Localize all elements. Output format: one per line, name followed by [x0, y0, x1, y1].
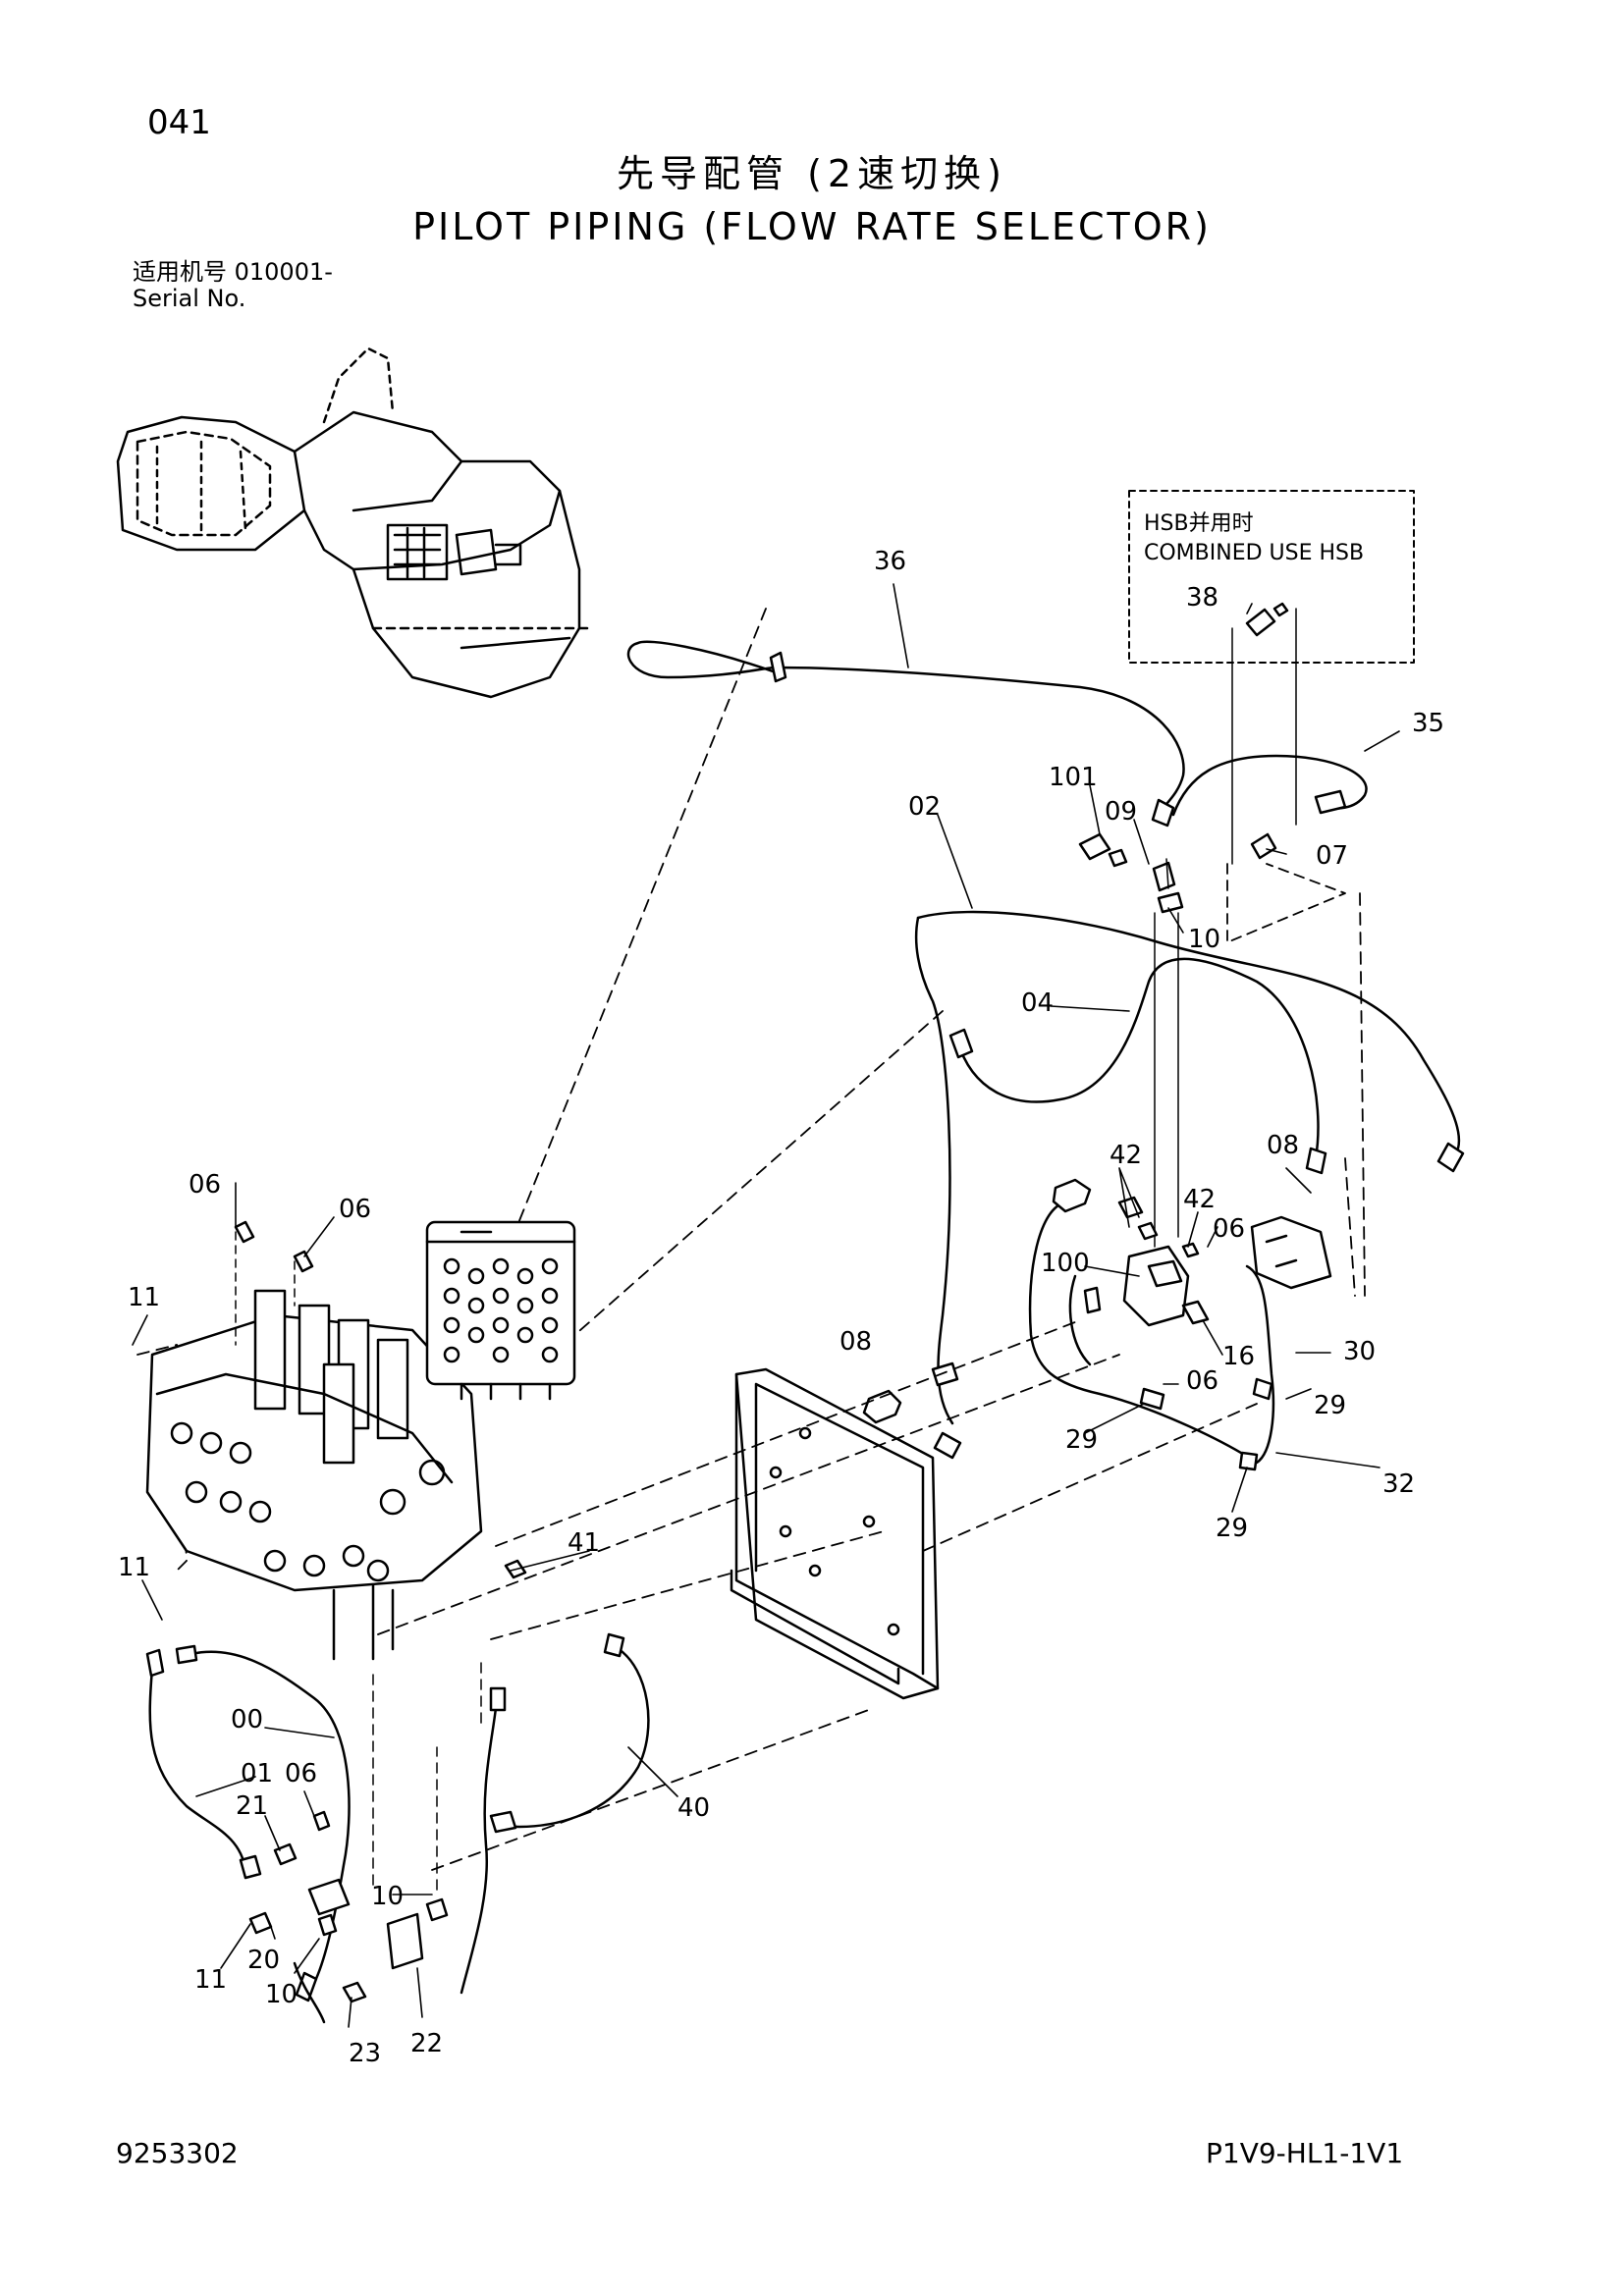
callout-42: 42 — [1183, 1185, 1216, 1214]
reference-code: P1V9-HL1-1V1 — [1206, 2137, 1404, 2169]
hose-36 — [626, 640, 1185, 817]
callout-29: 29 — [1065, 1425, 1098, 1455]
callout-06: 06 — [1186, 1366, 1218, 1396]
callout-35: 35 — [1412, 709, 1444, 738]
callout-21: 21 — [236, 1791, 268, 1821]
callout-06: 06 — [339, 1195, 371, 1224]
serial-label-english: Serial No. — [133, 285, 246, 312]
callout-06: 06 — [285, 1759, 317, 1789]
callout-29: 29 — [1314, 1391, 1346, 1420]
callout-11: 11 — [118, 1553, 150, 1582]
hose-04 — [955, 957, 1320, 1160]
callout-10: 10 — [265, 1980, 298, 2009]
callout-04: 04 — [1021, 988, 1054, 1018]
pilot-manifold-block — [425, 1220, 576, 1401]
hose-00 — [189, 1650, 351, 1985]
callout-38: 38 — [1186, 583, 1218, 613]
page-title-chinese: 先导配管 (2速切换) — [617, 152, 1007, 195]
callout-40: 40 — [677, 1793, 710, 1823]
callout-09: 09 — [1105, 797, 1137, 827]
callout-101: 101 — [1049, 763, 1098, 792]
hose-40 — [460, 1706, 498, 1995]
callout-08: 08 — [1267, 1131, 1299, 1160]
callout-23: 23 — [349, 2039, 381, 2068]
callout-36: 36 — [874, 547, 906, 576]
callout-32: 32 — [1382, 1469, 1415, 1499]
hsb-note-line2: COMBINED USE HSB — [1144, 541, 1364, 565]
serial-label-chinese: 适用机号 010001- — [133, 258, 333, 286]
callout-00: 00 — [231, 1705, 263, 1735]
callout-07: 07 — [1316, 841, 1348, 871]
callout-22: 22 — [410, 2029, 443, 2058]
callout-leaders — [132, 583, 1400, 2028]
callout-11: 11 — [194, 1965, 227, 1995]
hose-35 — [1171, 754, 1368, 817]
page-title-english: PILOT PIPING (FLOW RATE SELECTOR) — [412, 205, 1212, 248]
callout-16: 16 — [1222, 1342, 1255, 1371]
callout-02: 02 — [908, 792, 941, 822]
callout-labels: 36 38 35 101 09 07 02 10 04 08 42 42 06 … — [118, 547, 1444, 2068]
callout-42: 42 — [1110, 1141, 1142, 1170]
selector-valve-assembly — [1068, 1215, 1332, 1366]
callout-11: 11 — [128, 1283, 160, 1312]
hsb-note-line1: HSB并用时 — [1144, 511, 1254, 536]
mounting-bracket — [730, 1367, 940, 1700]
callout-30: 30 — [1343, 1337, 1376, 1366]
callout-10: 10 — [371, 1882, 404, 1911]
hose-01 — [148, 1667, 247, 1872]
callout-41: 41 — [568, 1528, 600, 1558]
callout-100: 100 — [1041, 1249, 1090, 1278]
page-number: 041 — [147, 103, 211, 142]
callout-10: 10 — [1188, 925, 1220, 954]
document-code: 9253302 — [116, 2137, 239, 2169]
callout-06: 06 — [1213, 1214, 1245, 1244]
callout-29: 29 — [1216, 1514, 1248, 1543]
callout-08: 08 — [839, 1327, 872, 1357]
control-valve — [145, 1220, 483, 1661]
hsb-note-box — [1128, 490, 1415, 664]
callout-20: 20 — [247, 1946, 280, 1975]
callout-06: 06 — [189, 1170, 221, 1200]
hose-02 — [914, 916, 954, 1425]
callout-01: 01 — [241, 1759, 273, 1789]
excavator-locator-illustration — [116, 347, 591, 699]
pipe-32 — [1028, 1201, 1275, 1465]
